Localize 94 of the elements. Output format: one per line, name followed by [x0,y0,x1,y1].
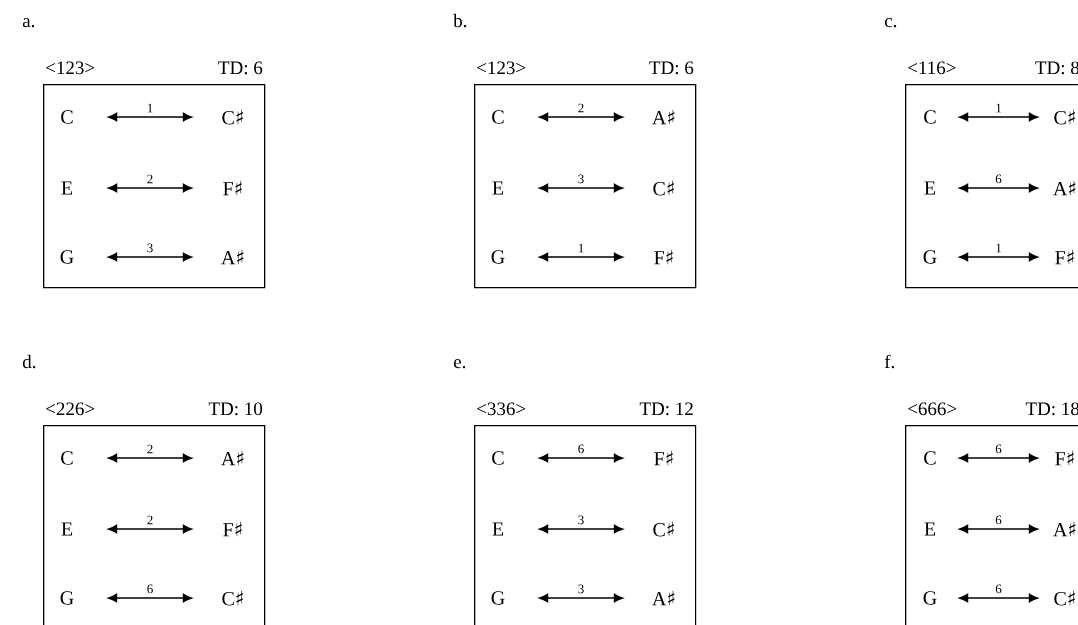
note-name: A♯ [652,590,675,606]
double-arrow [538,183,624,193]
note-name: C♯ [1054,590,1075,606]
note-name: F♯ [654,450,673,466]
note-name: C [924,451,936,465]
interval-vector: <116> [908,61,956,75]
note-name: C♯ [653,180,674,196]
double-arrow [958,112,1039,122]
panel-box [905,425,1078,625]
panel-letter: f. [884,354,895,369]
note-name: A♯ [1053,521,1076,537]
double-arrow [538,524,624,534]
edge-label: 6 [994,584,1003,594]
panel-letter: b. [453,13,467,28]
note-name: C [492,451,504,465]
edge-label: 2 [577,103,585,113]
note-name: C♯ [1054,109,1075,125]
double-arrow [107,524,193,534]
panel-letter: d. [22,354,36,369]
note-name: E [492,522,504,536]
note-name: C [492,110,504,124]
note-name: E [492,181,504,195]
note-name: A♯ [652,109,675,125]
panel-box [905,84,1078,289]
note-name: F♯ [223,521,242,537]
double-arrow [958,252,1039,262]
double-arrow [958,183,1039,193]
double-arrow [958,524,1039,534]
note-name: G [60,250,74,264]
edge-label: 2 [146,444,154,454]
interval-vector: <123> [477,61,526,75]
note-name: G [491,591,505,605]
edge-label: 1 [577,243,585,253]
interval-vector: <666> [908,402,957,416]
note-name: C♯ [222,590,243,606]
edge-label: 6 [994,174,1003,184]
edge-label: 6 [994,444,1003,454]
edge-label: 3 [577,515,585,525]
note-name: A♯ [221,249,244,265]
panel-box [43,425,266,625]
note-name: C [924,110,936,124]
note-name: E [61,522,73,536]
note-name: C♯ [653,521,674,537]
panel-box [43,84,266,289]
note-name: A♯ [1053,180,1076,196]
note-name: C [61,110,73,124]
edge-label: 1 [146,103,154,113]
note-name: G [60,591,74,605]
double-arrow [538,112,624,122]
total-distance: TD: 10 [208,402,263,416]
double-arrow [958,453,1039,463]
edge-label: 3 [146,243,154,253]
double-arrow [958,593,1039,603]
panel-letter: e. [453,359,466,369]
double-arrow [538,453,624,463]
edge-label: 6 [146,584,154,594]
note-name: E [61,181,73,195]
panel-box [474,425,697,625]
note-name: A♯ [221,450,244,466]
panel-box [474,84,697,289]
edge-label: 6 [577,444,585,454]
note-name: G [491,250,505,264]
panel-letter: a. [22,18,35,28]
edge-label: 3 [577,174,585,184]
edge-label: 1 [994,103,1003,113]
note-name: C♯ [222,109,243,125]
note-name: E [924,181,936,195]
total-distance: TD: 6 [218,61,263,75]
panel-letter: c. [884,18,897,28]
double-arrow [538,252,624,262]
edge-label: 6 [994,515,1003,525]
interval-vector: <123> [46,61,95,75]
note-name: G [923,250,937,264]
note-name: E [924,522,936,536]
total-distance: TD: 6 [649,61,694,75]
note-name: C [61,451,73,465]
double-arrow [107,593,193,603]
double-arrow [538,593,624,603]
edge-label: 3 [577,584,585,594]
double-arrow [107,183,193,193]
note-name: F♯ [1055,450,1074,466]
double-arrow [107,112,193,122]
total-distance: TD: 12 [639,402,693,416]
edge-label: 2 [146,174,154,184]
note-name: G [923,591,937,605]
note-name: F♯ [654,249,673,265]
interval-vector: <226> [46,402,95,416]
interval-vector: <336> [477,402,526,416]
note-name: F♯ [1055,249,1074,265]
double-arrow [107,453,193,463]
edge-label: 2 [146,515,154,525]
edge-label: 1 [994,243,1003,253]
note-name: F♯ [223,180,242,196]
double-arrow [107,252,193,262]
